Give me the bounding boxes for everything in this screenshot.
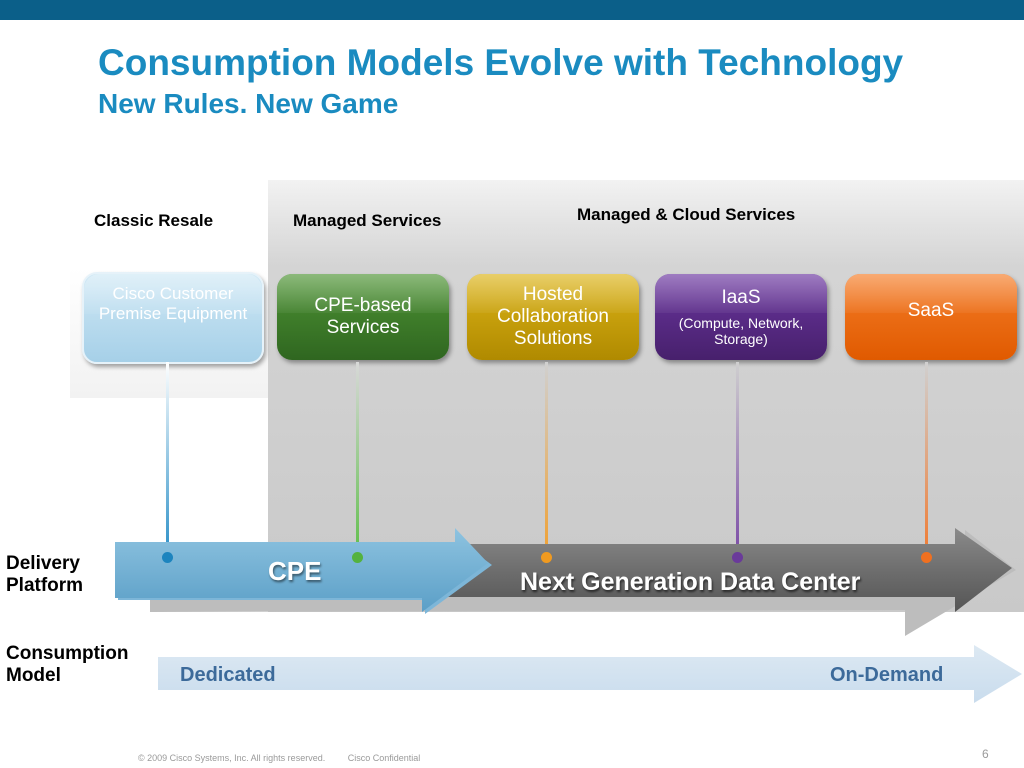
consumption-arrow [158, 645, 1022, 703]
model-box-hosted-collaboration: Hosted Collaboration Solutions [467, 274, 639, 360]
model-label-hosted-collaboration: Hosted Collaboration Solutions [497, 284, 609, 349]
header-managed-cloud-services: Managed & Cloud Services [577, 205, 796, 224]
connector-line-saas [925, 362, 928, 557]
header-classic-resale: Classic Resale [94, 211, 214, 230]
delivery-platform-label: Delivery Platform [6, 553, 84, 596]
connector-line-cpe-services [356, 362, 359, 557]
footer-confidential: Cisco Confidential [347, 753, 421, 763]
dot-saas [921, 552, 932, 563]
consumption-model-label: Consumption Model [6, 643, 129, 686]
ngdc-arrow-label: Next Generation Data Center [520, 568, 861, 596]
page-number: 6 [982, 747, 989, 761]
cpe-arrow [115, 528, 488, 612]
model-label-saas: SaaS [907, 300, 955, 321]
cpe-arrow-label: CPE [268, 556, 322, 586]
model-label-cpe-services: CPE-based Services [314, 295, 412, 338]
connector-line-hosted-collaboration [545, 362, 548, 557]
slide-title: Consumption Models Evolve with Technolog… [98, 42, 904, 83]
footer: © 2009 Cisco Systems, Inc. All rights re… [138, 753, 420, 763]
ngdc-arrow [420, 528, 1012, 612]
top-bar [0, 0, 1024, 20]
connector-line-cisco-cpe [166, 362, 169, 557]
header-managed-services: Managed Services [293, 211, 442, 230]
dot-cisco-cpe [162, 552, 173, 563]
connector-line-iaas [736, 362, 739, 557]
slide-subtitle: New Rules. New Game [98, 88, 399, 119]
dot-iaas [732, 552, 743, 563]
services-panel [268, 180, 1024, 612]
on-demand-label: On-Demand [830, 664, 944, 686]
model-label-cisco-cpe: Cisco Customer Premise Equipment [98, 284, 248, 323]
dot-cpe-services [352, 552, 363, 563]
dedicated-label: Dedicated [180, 664, 276, 686]
footer-copyright: © 2009 Cisco Systems, Inc. All rights re… [138, 753, 326, 763]
model-label-iaas: IaaS [721, 286, 761, 308]
dot-hosted-collaboration [541, 552, 552, 563]
model-detail-iaas: (Compute, Network, Storage) [678, 314, 804, 347]
